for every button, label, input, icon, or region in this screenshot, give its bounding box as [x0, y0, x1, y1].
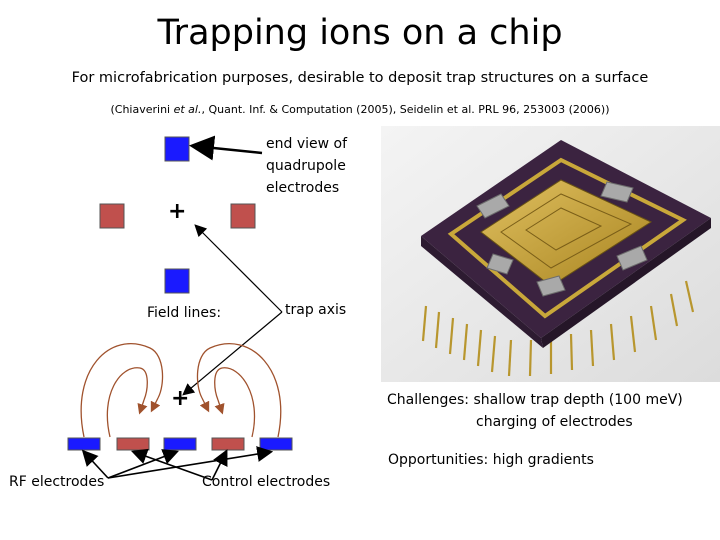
- rf-arrow-3: [107, 446, 274, 479]
- rf-electrode-surface-2: [163, 437, 197, 451]
- field-line-outer-left: [80, 343, 164, 438]
- control-arrow-1: [130, 448, 213, 481]
- ion-plus-bottom: +: [171, 386, 190, 411]
- slide-subtitle: For microfabrication purposes, desirable…: [71, 70, 649, 86]
- slide-title: Trapping ions on a chip: [157, 13, 563, 53]
- control-electrodes-label: Control electrodes: [202, 474, 331, 490]
- end-view-arrow: [189, 135, 263, 161]
- control-electrode-surface-2: [211, 437, 245, 451]
- field-line-inner-right: [214, 367, 256, 438]
- citation-etal: et al.: [173, 103, 202, 116]
- opportunities-text: Opportunities: high gradients: [388, 452, 594, 468]
- field-line-inner-left: [106, 367, 148, 438]
- field-line-arrow-r1: [199, 397, 210, 413]
- citation-post: , Quant. Inf. & Computation (2005), Seid…: [201, 103, 610, 116]
- end-view-line-1: end view of: [266, 136, 348, 152]
- control-electrode-surface-1: [116, 437, 150, 451]
- rf-electrode-bottom: [164, 268, 190, 294]
- rf-arrow-2: [107, 449, 179, 479]
- control-arrow-2: [211, 449, 228, 481]
- chip-gold-ring: [447, 157, 687, 319]
- rf-electrodes-label: RF electrodes: [9, 474, 105, 490]
- field-lines: [80, 343, 282, 438]
- chip-photo: [381, 126, 720, 382]
- field-line-arrow-l2: [137, 399, 148, 415]
- end-view-line-2: quadrupole: [266, 158, 346, 174]
- trap-axis-arrow-top: [194, 224, 283, 313]
- end-view-line-3: electrodes: [266, 180, 340, 196]
- field-lines-label: Field lines:: [147, 305, 222, 321]
- trap-axis-label: trap axis: [285, 302, 347, 318]
- chip-die: [480, 179, 653, 287]
- field-line-arrow-l1: [150, 397, 161, 413]
- control-electrode-left: [99, 203, 125, 229]
- rf-arrow-1: [81, 449, 109, 479]
- ion-plus-top: +: [168, 199, 187, 224]
- chip-clips: [476, 181, 648, 297]
- rf-electrode-surface-1: [67, 437, 101, 451]
- citation: (Chiaverini et al., Quant. Inf. & Comput…: [0, 103, 720, 116]
- citation-pre: (Chiaverini: [110, 103, 174, 116]
- challenges-line-1: Challenges: shallow trap depth (100 meV): [387, 392, 683, 408]
- trap-axis-arrow-bottom: [182, 311, 283, 396]
- rf-electrode-top: [164, 136, 190, 162]
- end-view-label: end view of quadrupole electrodes: [266, 133, 347, 199]
- quadrupole-diagram: [67, 135, 293, 481]
- field-line-outer-right: [196, 343, 282, 438]
- challenges-line-2: charging of electrodes: [476, 414, 633, 430]
- control-electrode-right: [230, 203, 256, 229]
- rf-electrode-surface-3: [259, 437, 293, 451]
- chip-pins: [421, 280, 695, 377]
- field-line-arrow-r2: [214, 399, 225, 415]
